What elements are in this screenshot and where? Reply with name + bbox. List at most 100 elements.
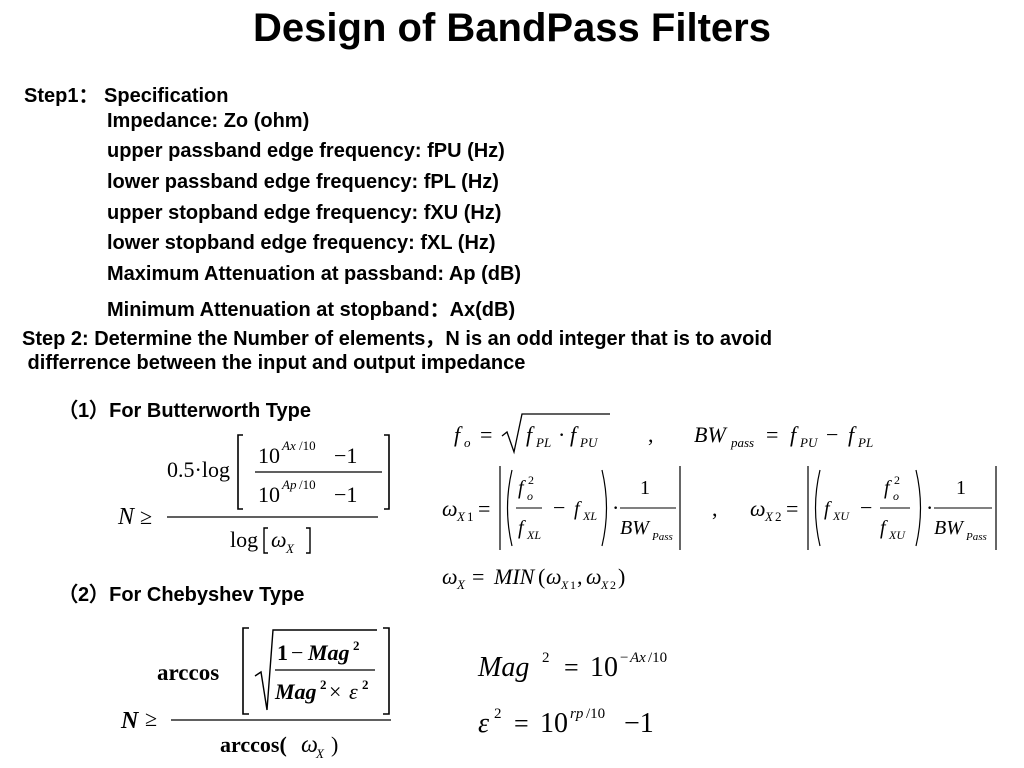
svg-text:ω: ω xyxy=(301,732,318,758)
svg-text:,: , xyxy=(712,496,718,521)
svg-text:XL: XL xyxy=(582,509,597,523)
svg-text:/10: /10 xyxy=(648,650,667,666)
svg-text:rp: rp xyxy=(570,706,584,722)
svg-text:PL: PL xyxy=(857,435,873,450)
svg-text:−: − xyxy=(620,650,628,666)
svg-text:−: − xyxy=(291,640,303,665)
svg-text:ω: ω xyxy=(271,527,287,552)
svg-text:XL: XL xyxy=(526,528,541,542)
svg-text:10: 10 xyxy=(258,482,280,507)
chebyshev-heading: （2）For Chebyshev Type xyxy=(58,584,305,606)
svg-text:2: 2 xyxy=(494,706,502,722)
svg-text:Ax: Ax xyxy=(281,438,296,453)
svg-text:arccos: arccos xyxy=(157,660,219,685)
svg-text:·: · xyxy=(926,495,933,520)
svg-text:o: o xyxy=(464,435,471,450)
svg-text:ω: ω xyxy=(442,564,458,589)
svg-text:,: , xyxy=(648,422,654,447)
svg-text:f: f xyxy=(526,422,535,447)
svg-text:Pass: Pass xyxy=(651,531,673,543)
svg-text:f: f xyxy=(518,517,526,539)
chebyshev-order-formula: arccos 1 − Mag 2 Mag 2 × ε 2 N ≥ arccos(… xyxy=(120,627,391,761)
svg-text:BW: BW xyxy=(934,517,965,539)
svg-text:f: f xyxy=(518,477,526,499)
svg-text:1: 1 xyxy=(956,477,966,499)
svg-text:N: N xyxy=(117,504,136,530)
svg-text:−1: −1 xyxy=(624,708,654,739)
svg-text:X: X xyxy=(285,541,295,556)
svg-text:−1: −1 xyxy=(334,443,357,468)
spec-fpl: lower passband edge frequency: fPL (Hz) xyxy=(107,171,499,193)
svg-text:=: = xyxy=(514,709,529,738)
svg-text:Mag: Mag xyxy=(477,652,529,683)
svg-text:X: X xyxy=(315,746,325,761)
svg-text:=: = xyxy=(766,422,778,447)
omega-x-min-formula: ω X = MIN ( ω X 1 , ω X 2 ) xyxy=(442,564,625,592)
svg-text:0.5·log: 0.5·log xyxy=(167,457,230,482)
svg-text:log: log xyxy=(230,527,258,552)
svg-text:2: 2 xyxy=(542,650,550,666)
svg-text:ω: ω xyxy=(442,496,458,521)
svg-text:X: X xyxy=(560,578,569,592)
svg-text:2: 2 xyxy=(894,473,900,487)
svg-text:PU: PU xyxy=(579,435,599,450)
svg-text:f: f xyxy=(880,517,888,539)
svg-text:Mag: Mag xyxy=(307,640,350,665)
page-title: Design of BandPass Filters xyxy=(253,6,771,50)
svg-text:MIN: MIN xyxy=(493,564,536,589)
svg-text:o: o xyxy=(527,489,533,503)
svg-text:1: 1 xyxy=(640,477,650,499)
svg-text:10: 10 xyxy=(590,652,618,683)
svg-text:): ) xyxy=(618,564,625,589)
svg-text:1: 1 xyxy=(277,640,288,665)
svg-text:f: f xyxy=(848,422,857,447)
svg-text:Ap: Ap xyxy=(281,477,297,492)
svg-text:·: · xyxy=(558,422,565,447)
svg-text:×: × xyxy=(329,679,341,704)
svg-text:X: X xyxy=(600,578,609,592)
svg-text:2: 2 xyxy=(610,578,616,592)
svg-text:=: = xyxy=(472,564,484,589)
svg-text:2: 2 xyxy=(353,638,360,653)
butterworth-heading: （1）For Butterworth Type xyxy=(58,400,311,422)
svg-text:=: = xyxy=(786,496,798,521)
svg-text:=: = xyxy=(480,422,492,447)
svg-text:ε: ε xyxy=(478,708,489,739)
svg-text:Ax: Ax xyxy=(629,650,646,666)
svg-text:ω: ω xyxy=(586,564,602,589)
svg-text:f: f xyxy=(824,498,832,520)
svg-text:f: f xyxy=(454,422,463,447)
svg-text:BW: BW xyxy=(620,517,651,539)
omega-x-formulas: ω X 1 = f o 2 f XL − f XL · 1 BW Pass , … xyxy=(442,466,997,550)
svg-text:PU: PU xyxy=(799,435,819,450)
spec-ap: Maximum Attenuation at passband: Ap (dB) xyxy=(107,263,522,285)
spec-ax: Minimum Attenuation at stopband：Ax(dB) xyxy=(107,299,516,321)
svg-text:−1: −1 xyxy=(334,482,357,507)
svg-text:N: N xyxy=(120,708,140,734)
svg-text:f: f xyxy=(570,422,579,447)
svg-text:ω: ω xyxy=(546,564,562,589)
svg-text:ω: ω xyxy=(750,496,766,521)
step2-line2: differrence between the input and output… xyxy=(22,352,526,374)
svg-text:XU: XU xyxy=(888,528,906,542)
svg-text:f: f xyxy=(574,498,582,520)
butterworth-order-formula: 0.5·log 10 Ax /10 −1 10 Ap /10 −1 N ≥ lo… xyxy=(117,434,390,556)
svg-text:≥: ≥ xyxy=(145,706,157,731)
svg-text:XU: XU xyxy=(832,509,850,523)
step1-heading: Step1： Specification xyxy=(24,85,229,107)
svg-text:·: · xyxy=(612,495,619,520)
svg-text:1: 1 xyxy=(467,509,474,524)
spec-impedance: Impedance: Zo (ohm) xyxy=(107,110,310,132)
svg-text:f: f xyxy=(790,422,799,447)
spec-fpu: upper passband edge frequency: fPU (Hz) xyxy=(107,140,505,162)
svg-text:2: 2 xyxy=(362,677,369,692)
svg-text:−: − xyxy=(826,422,838,447)
svg-text:=: = xyxy=(478,496,490,521)
svg-text:,: , xyxy=(577,564,583,589)
svg-text:Mag: Mag xyxy=(274,679,317,704)
svg-text:X: X xyxy=(764,509,774,524)
svg-text:≥: ≥ xyxy=(140,504,152,529)
svg-text:−: − xyxy=(860,495,872,520)
svg-text:ε: ε xyxy=(349,679,358,704)
svg-text:/10: /10 xyxy=(299,477,316,492)
